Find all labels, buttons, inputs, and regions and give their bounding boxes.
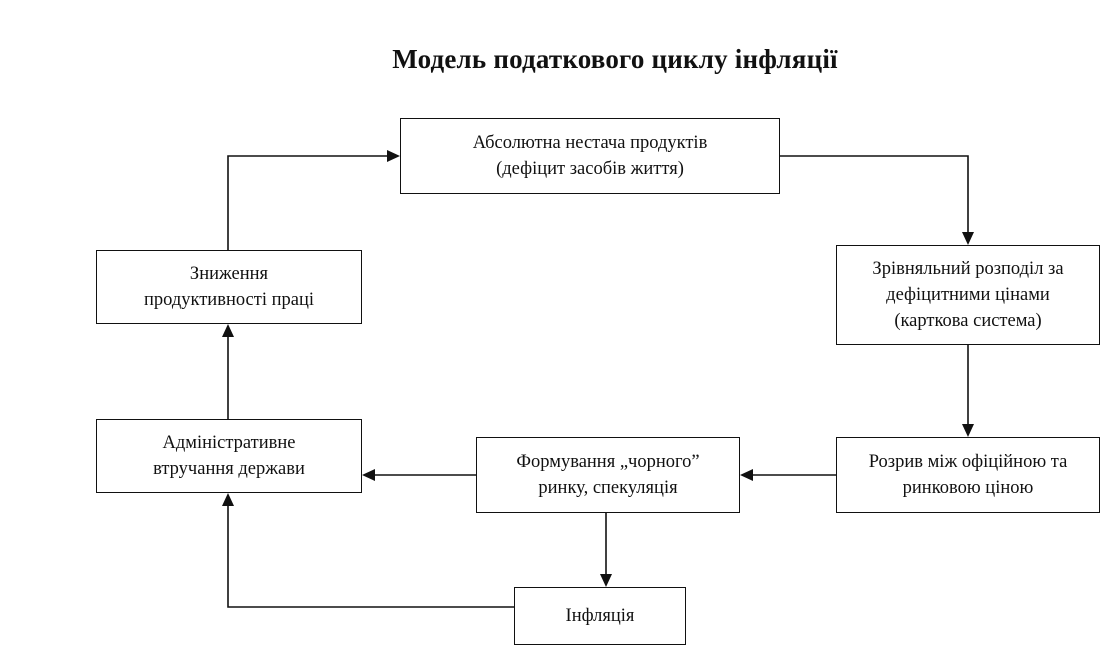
- node-inflation: Інфляція: [514, 587, 686, 645]
- node-price-gap: Розрив між офіційною та ринковою ціною: [836, 437, 1100, 513]
- node-inflation-line-1: Інфляція: [565, 606, 635, 626]
- arrow-intervention-to-productivity: [222, 324, 234, 419]
- node-productivity-decline-line-2: продуктивності праці: [143, 290, 315, 310]
- node-price-gap-line-2: ринковою ціною: [902, 478, 1034, 498]
- arrow-inflation-to-intervention: [222, 493, 514, 608]
- arrow-productivity-to-shortage: [227, 150, 400, 250]
- arrow-price-gap-to-black-market: [740, 469, 836, 481]
- node-black-market-line-2: ринку, спекуляція: [538, 478, 678, 498]
- node-equalizing-distribution: Зрівняльний розподіл за дефіцитними ціна…: [836, 245, 1100, 345]
- node-product-shortage-line-1: Абсолютна нестача продуктів: [472, 133, 708, 153]
- arrow-shortage-to-distribution: [780, 155, 974, 245]
- node-product-shortage: Абсолютна нестача продуктів (дефіцит зас…: [400, 118, 780, 194]
- diagram-title: Модель податкового циклу інфляції: [392, 44, 838, 74]
- node-state-intervention-line-1: Адміністративне: [162, 433, 296, 453]
- arrow-distribution-to-price-gap: [962, 345, 974, 437]
- node-black-market: Формування „чорного” ринку, спекуляція: [476, 437, 740, 513]
- node-productivity-decline: Зниження продуктивності праці: [96, 250, 362, 324]
- arrow-black-market-to-intervention: [362, 469, 476, 481]
- arrow-black-market-to-inflation: [600, 513, 612, 587]
- node-equalizing-distribution-line-2: дефіцитними цінами: [886, 285, 1050, 305]
- node-state-intervention-line-2: втручання держави: [153, 459, 305, 479]
- node-equalizing-distribution-line-3: (карткова система): [894, 311, 1042, 331]
- node-state-intervention: Адміністративне втручання держави: [96, 419, 362, 493]
- node-price-gap-line-1: Розрив між офіційною та: [868, 452, 1068, 472]
- node-black-market-line-1: Формування „чорного”: [516, 452, 700, 472]
- node-product-shortage-line-2: (дефіцит засобів життя): [496, 159, 684, 179]
- node-productivity-decline-line-1: Зниження: [189, 264, 269, 284]
- node-equalizing-distribution-line-1: Зрівняльний розподіл за: [872, 259, 1064, 279]
